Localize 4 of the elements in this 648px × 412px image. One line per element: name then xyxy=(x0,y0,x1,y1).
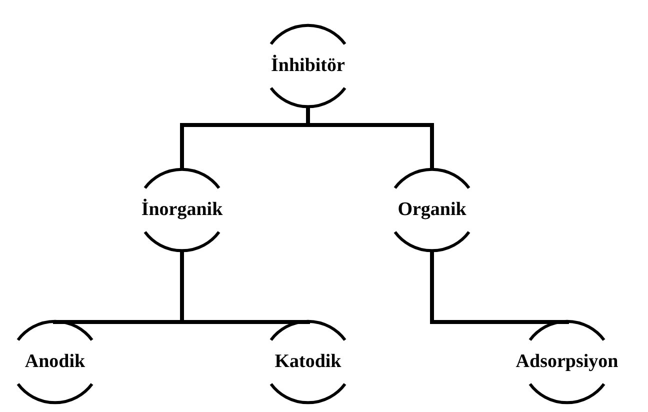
node-label: Adsorpsiyon xyxy=(514,351,620,373)
node-label: İnorganik xyxy=(140,199,224,221)
connector-line xyxy=(430,251,569,324)
node-label: Organik xyxy=(396,199,468,221)
